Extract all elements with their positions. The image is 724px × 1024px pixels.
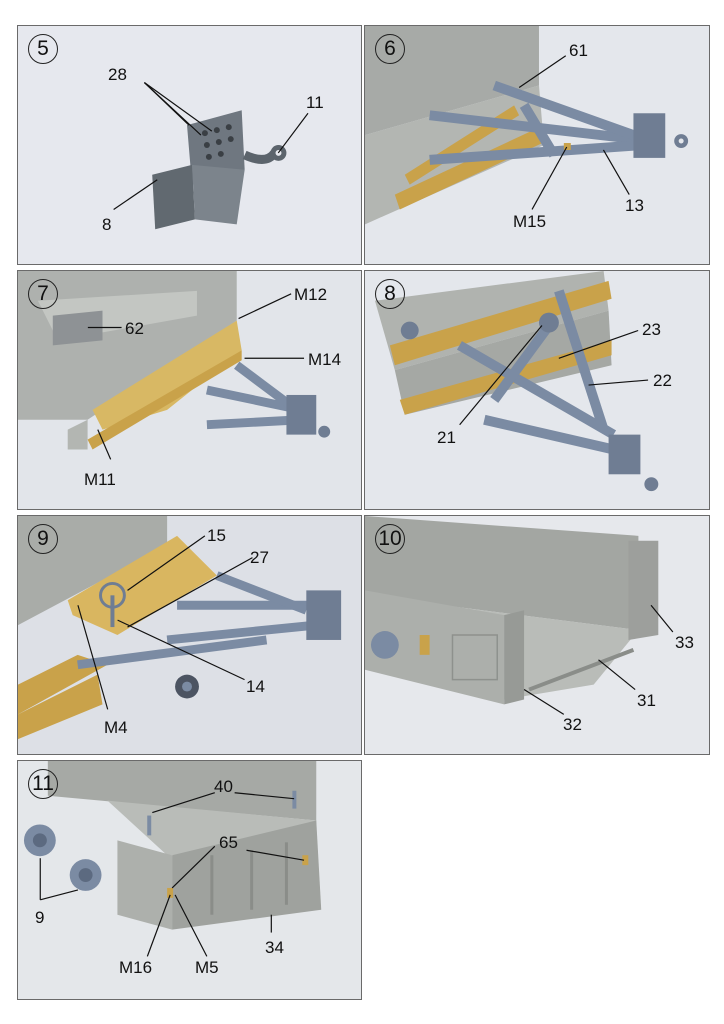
step-number: 9 bbox=[28, 524, 58, 554]
callout-M16: M16 bbox=[119, 958, 153, 977]
step-7-panel: 7 M12 62 M14 M11 bbox=[17, 270, 362, 510]
callout-22: 22 bbox=[653, 371, 672, 390]
callout-M11: M11 bbox=[84, 470, 116, 489]
step-8-panel: 8 23 22 21 bbox=[364, 270, 710, 510]
step-11-photo bbox=[18, 761, 361, 999]
step-number: 6 bbox=[375, 34, 405, 64]
step-10-photo bbox=[365, 516, 709, 754]
step-5-panel: 5 28 11 8 bbox=[17, 25, 362, 265]
step-6-panel: 6 61 M15 13 bbox=[364, 25, 710, 265]
step-8-photo bbox=[365, 271, 709, 509]
callout-8: 8 bbox=[102, 215, 112, 234]
callout-33: 33 bbox=[675, 633, 694, 652]
callout-15: 15 bbox=[207, 526, 226, 545]
callout-23: 23 bbox=[642, 320, 661, 339]
step-10-panel: 10 33 31 32 bbox=[364, 515, 710, 755]
callout-65: 65 bbox=[219, 833, 238, 852]
step-11-panel: 11 40 65 9 34 M16 M5 bbox=[17, 760, 362, 1000]
step-9-panel: 9 15 27 14 M4 bbox=[17, 515, 362, 755]
callout-14: 14 bbox=[246, 677, 265, 696]
callout-M14: M14 bbox=[308, 350, 342, 369]
callout-21: 21 bbox=[437, 428, 456, 447]
step-9-photo bbox=[18, 516, 361, 754]
step-number: 11 bbox=[28, 769, 58, 799]
callout-M5: M5 bbox=[195, 958, 219, 977]
callout-61: 61 bbox=[569, 41, 588, 60]
step-number: 5 bbox=[28, 34, 58, 64]
callout-40: 40 bbox=[214, 777, 233, 796]
callout-27: 27 bbox=[250, 548, 269, 567]
callout-34: 34 bbox=[265, 938, 284, 957]
callout-9: 9 bbox=[35, 908, 45, 927]
step-number: 8 bbox=[375, 279, 405, 309]
callout-11: 11 bbox=[306, 93, 324, 112]
step-5-photo bbox=[18, 26, 361, 264]
callout-28: 28 bbox=[108, 65, 127, 84]
step-number: 10 bbox=[375, 524, 405, 554]
callout-13: 13 bbox=[625, 196, 644, 215]
callout-M12: M12 bbox=[294, 285, 328, 304]
callout-62: 62 bbox=[125, 319, 144, 338]
step-number: 7 bbox=[28, 279, 58, 309]
step-7-photo bbox=[18, 271, 361, 509]
callout-32: 32 bbox=[563, 715, 582, 734]
callout-31: 31 bbox=[637, 691, 656, 710]
callout-M4: M4 bbox=[104, 718, 128, 737]
callout-M15: M15 bbox=[513, 212, 547, 231]
